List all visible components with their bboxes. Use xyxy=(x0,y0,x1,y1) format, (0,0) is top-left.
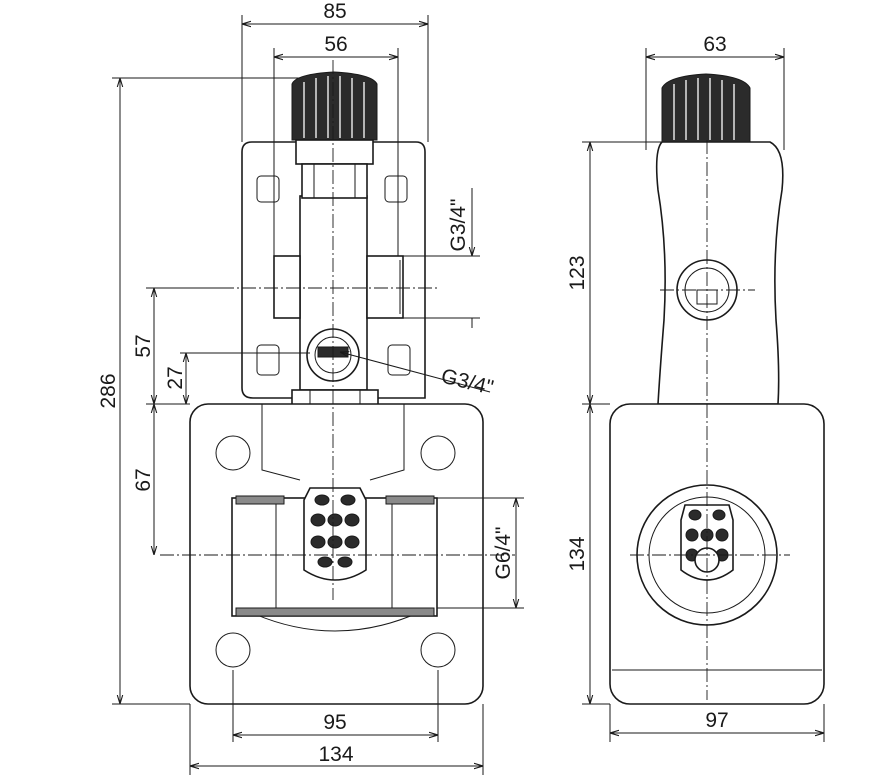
dim-g64: G6/4" xyxy=(437,497,524,609)
dim-g64-label: G6/4" xyxy=(492,527,515,580)
dim-g34-side-label: G3/4" xyxy=(439,365,496,400)
front-upper-right-slot xyxy=(384,175,408,203)
dim-286-label: 286 xyxy=(97,373,120,408)
dim-97: 97 xyxy=(609,704,825,742)
dim-67: 67 xyxy=(132,404,155,555)
front-left-port xyxy=(273,255,301,319)
front-hole-bottom-left xyxy=(215,632,251,668)
dim-85: 85 xyxy=(241,0,429,142)
dim-57-label: 57 xyxy=(132,334,155,357)
front-lower-right-slot xyxy=(387,344,411,376)
dim-g34-top-label: G3/4" xyxy=(447,199,470,252)
dim-27: 27 xyxy=(146,352,310,405)
dim-95: 95 xyxy=(232,670,439,742)
dim-57: 57 xyxy=(132,287,230,404)
dim-134-width-label: 134 xyxy=(318,743,353,766)
front-lower-left-slot xyxy=(256,344,280,376)
dim-95-label: 95 xyxy=(323,711,346,734)
front-hole-bottom-right xyxy=(420,632,456,668)
dim-286: 286 xyxy=(97,77,300,705)
front-knob-collar xyxy=(295,139,374,165)
dim-67-label: 67 xyxy=(132,468,155,491)
front-thread-bottom xyxy=(235,607,435,617)
front-view: 85 56 286 57 27 67 G xyxy=(97,0,524,775)
front-knob xyxy=(291,71,378,141)
dim-27-label: 27 xyxy=(164,366,187,389)
front-thread-top-left xyxy=(235,495,285,505)
dim-g34-top: G3/4" xyxy=(403,188,480,328)
dim-85-label: 85 xyxy=(323,0,346,23)
dim-123-label: 123 xyxy=(566,255,589,290)
dim-97-label: 97 xyxy=(705,709,728,732)
side-view: 63 123 134 97 xyxy=(566,33,825,742)
dim-134-height: 134 xyxy=(566,404,610,705)
side-knob xyxy=(661,73,751,143)
front-right-port xyxy=(366,255,404,319)
dim-56: 56 xyxy=(273,33,399,256)
dim-63: 63 xyxy=(645,33,785,150)
dim-56-label: 56 xyxy=(324,33,347,56)
dim-134-height-label: 134 xyxy=(566,536,589,571)
dim-63-label: 63 xyxy=(703,33,726,56)
front-knob-nut xyxy=(301,163,368,199)
front-upper-left-slot xyxy=(256,175,280,203)
front-hole-top-left xyxy=(215,435,251,471)
front-thread-top-right xyxy=(385,495,435,505)
dim-134-width: 134 xyxy=(189,704,484,775)
front-hole-top-right xyxy=(420,435,456,471)
dim-123: 123 xyxy=(566,141,662,405)
front-strainer xyxy=(303,487,367,581)
